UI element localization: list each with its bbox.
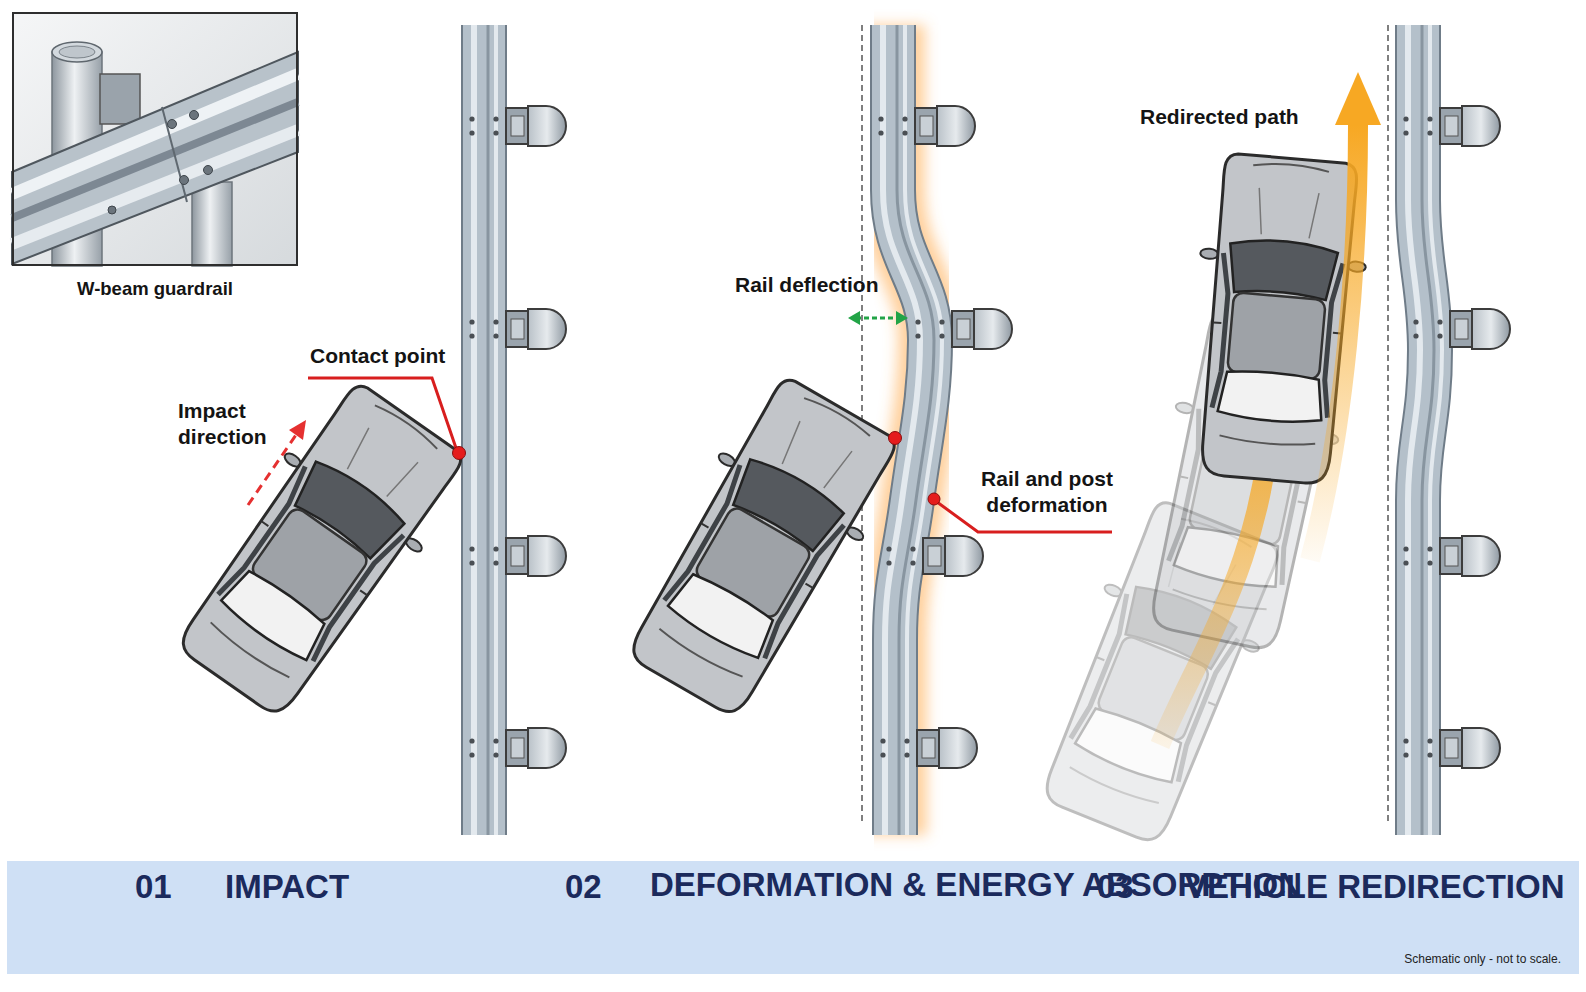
callout-label: Rail deflection: [735, 272, 879, 298]
step-title: IMPACT: [225, 869, 349, 905]
step-band: 01 IMPACT 02 DEFORMATION & ENERGY ABSORPTIO…: [7, 861, 1579, 974]
callout-label: Rail and post deformation: [972, 466, 1122, 518]
inset-frame: W-beam guardrail: [12, 12, 298, 266]
step-title: VEHICLE REDIRECTION: [1185, 869, 1565, 905]
scale-note: Schematic only - not to scale.: [1404, 952, 1561, 966]
step-number: 03: [1097, 869, 1134, 905]
callout-label: Redirected path: [1140, 104, 1299, 130]
inset-caption: W-beam guardrail: [12, 276, 298, 302]
step-number: 01: [135, 869, 172, 905]
step-title: DEFORMATION & ENERGY ABSORPTION: [650, 867, 1050, 903]
callout-label: Impact direction: [178, 398, 278, 450]
step-number: 02: [565, 869, 602, 905]
callout-label: Contact point: [310, 343, 445, 369]
